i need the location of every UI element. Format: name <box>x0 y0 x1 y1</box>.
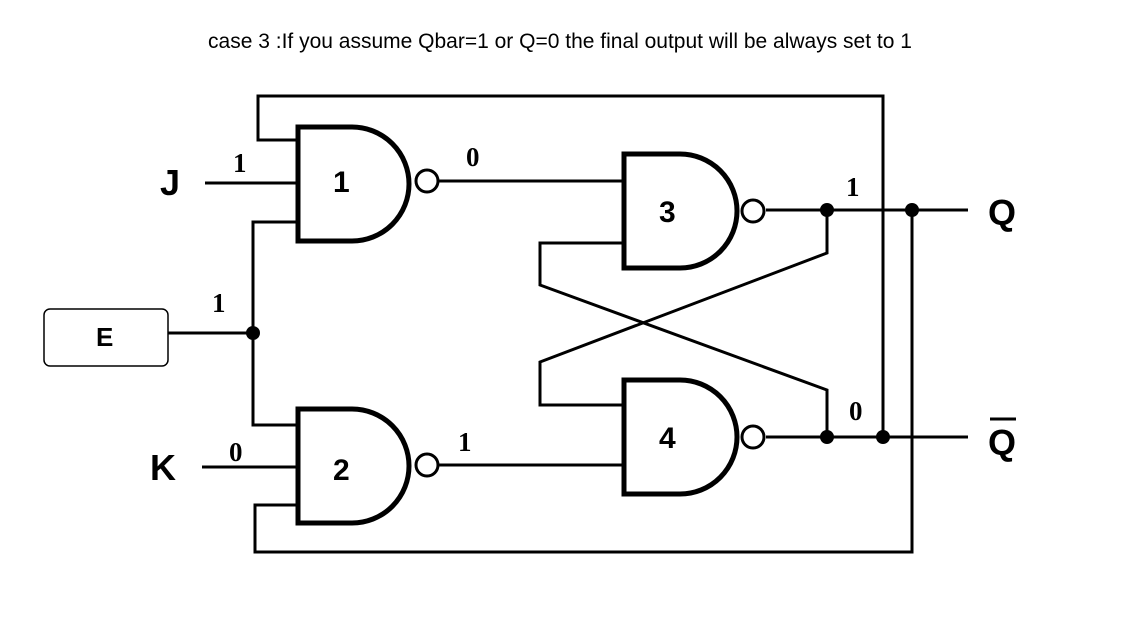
qbar-port-label: Q <box>988 422 1016 463</box>
q-output-value: 1 <box>846 172 860 202</box>
gate1-number: 1 <box>333 166 350 199</box>
junction-dot-qbar-feedback <box>876 430 890 444</box>
enable-input-value: 1 <box>212 288 226 318</box>
enable-port-label: E <box>96 322 113 352</box>
gate3-number: 3 <box>659 196 676 229</box>
k-port-label: K <box>150 447 176 488</box>
junction-dot-q-cross <box>820 203 834 217</box>
junction-dot-enable <box>246 326 260 340</box>
gate4-inverter-bubble <box>740 424 766 450</box>
gate2-number: 2 <box>333 454 350 487</box>
enable-split-wire <box>251 220 298 427</box>
cross-wire-qbar-to-gate3 <box>538 241 829 437</box>
j-port-label: J <box>160 162 180 203</box>
j-input-value: 1 <box>233 148 247 178</box>
k-input-value: 0 <box>229 437 243 467</box>
qbar-output-value: 0 <box>849 396 863 426</box>
nand-gate-2 <box>295 406 412 526</box>
nand-gate-3 <box>621 151 740 271</box>
nand-gate-4 <box>621 377 740 497</box>
gate4-number: 4 <box>659 422 676 455</box>
junction-dot-q-feedback <box>905 203 919 217</box>
nand-gate-1 <box>295 124 412 244</box>
gate1-inverter-bubble <box>414 168 440 194</box>
junction-dot-qbar-cross <box>820 430 834 444</box>
gate1-output-value: 0 <box>466 142 480 172</box>
cross-wire-q-to-gate4 <box>538 210 829 407</box>
gate3-inverter-bubble <box>740 198 766 224</box>
q-port-label: Q <box>988 192 1016 233</box>
enable-input-box <box>43 308 169 367</box>
gate2-output-value: 1 <box>458 427 472 457</box>
gate2-inverter-bubble <box>414 452 440 478</box>
diagram-caption: case 3 :If you assume Qbar=1 or Q=0 the … <box>208 30 912 53</box>
